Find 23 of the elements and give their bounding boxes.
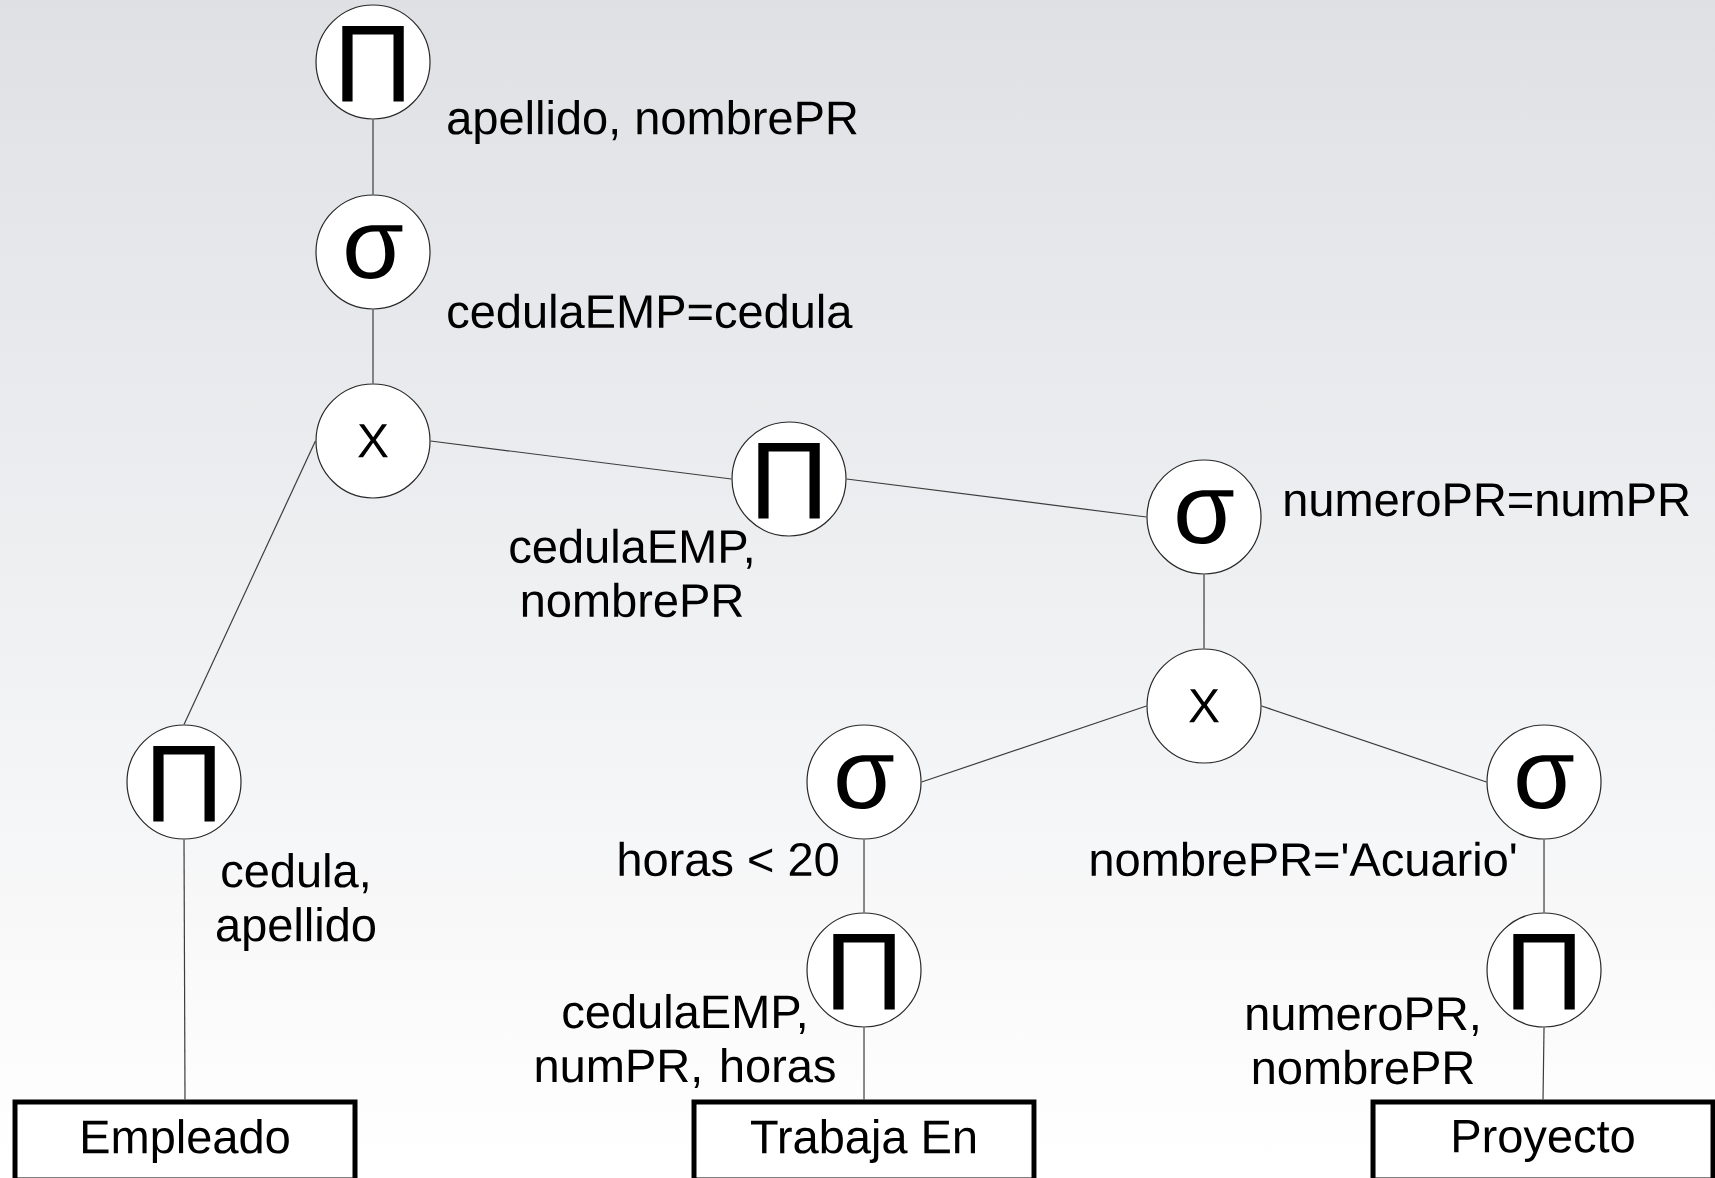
annotation-text: numeroPR, nombrePR xyxy=(1247,997,1478,1085)
connector-line xyxy=(183,440,316,725)
annotation-text: horas < 20 xyxy=(619,841,838,877)
annotation-text: apellido, nombrePR xyxy=(448,100,857,144)
annotation-text: numeroPR=numPR xyxy=(1285,483,1689,517)
connector-line xyxy=(372,119,374,195)
annotation-text: cedula, apellido xyxy=(217,853,375,951)
relation-box: Proyecto xyxy=(1370,1099,1715,1178)
connector-line xyxy=(1543,839,1545,913)
connector-line xyxy=(921,705,1147,783)
connector-line xyxy=(846,478,1147,518)
relation-box: Trabaja En xyxy=(691,1099,1037,1178)
connector-line xyxy=(863,1027,865,1101)
annotation-text: cedulaEMP=cedula xyxy=(448,293,853,329)
annotation-text: nombrePR='Acuario' xyxy=(1091,841,1516,877)
connector-line xyxy=(372,309,374,384)
connector-line xyxy=(183,839,186,1101)
connector-line xyxy=(1542,1027,1545,1101)
connector-line xyxy=(1203,574,1205,649)
connector-line xyxy=(1261,705,1487,783)
relation-box: Empleado xyxy=(12,1099,358,1178)
connector-line xyxy=(863,839,865,913)
connector-line xyxy=(430,440,732,480)
